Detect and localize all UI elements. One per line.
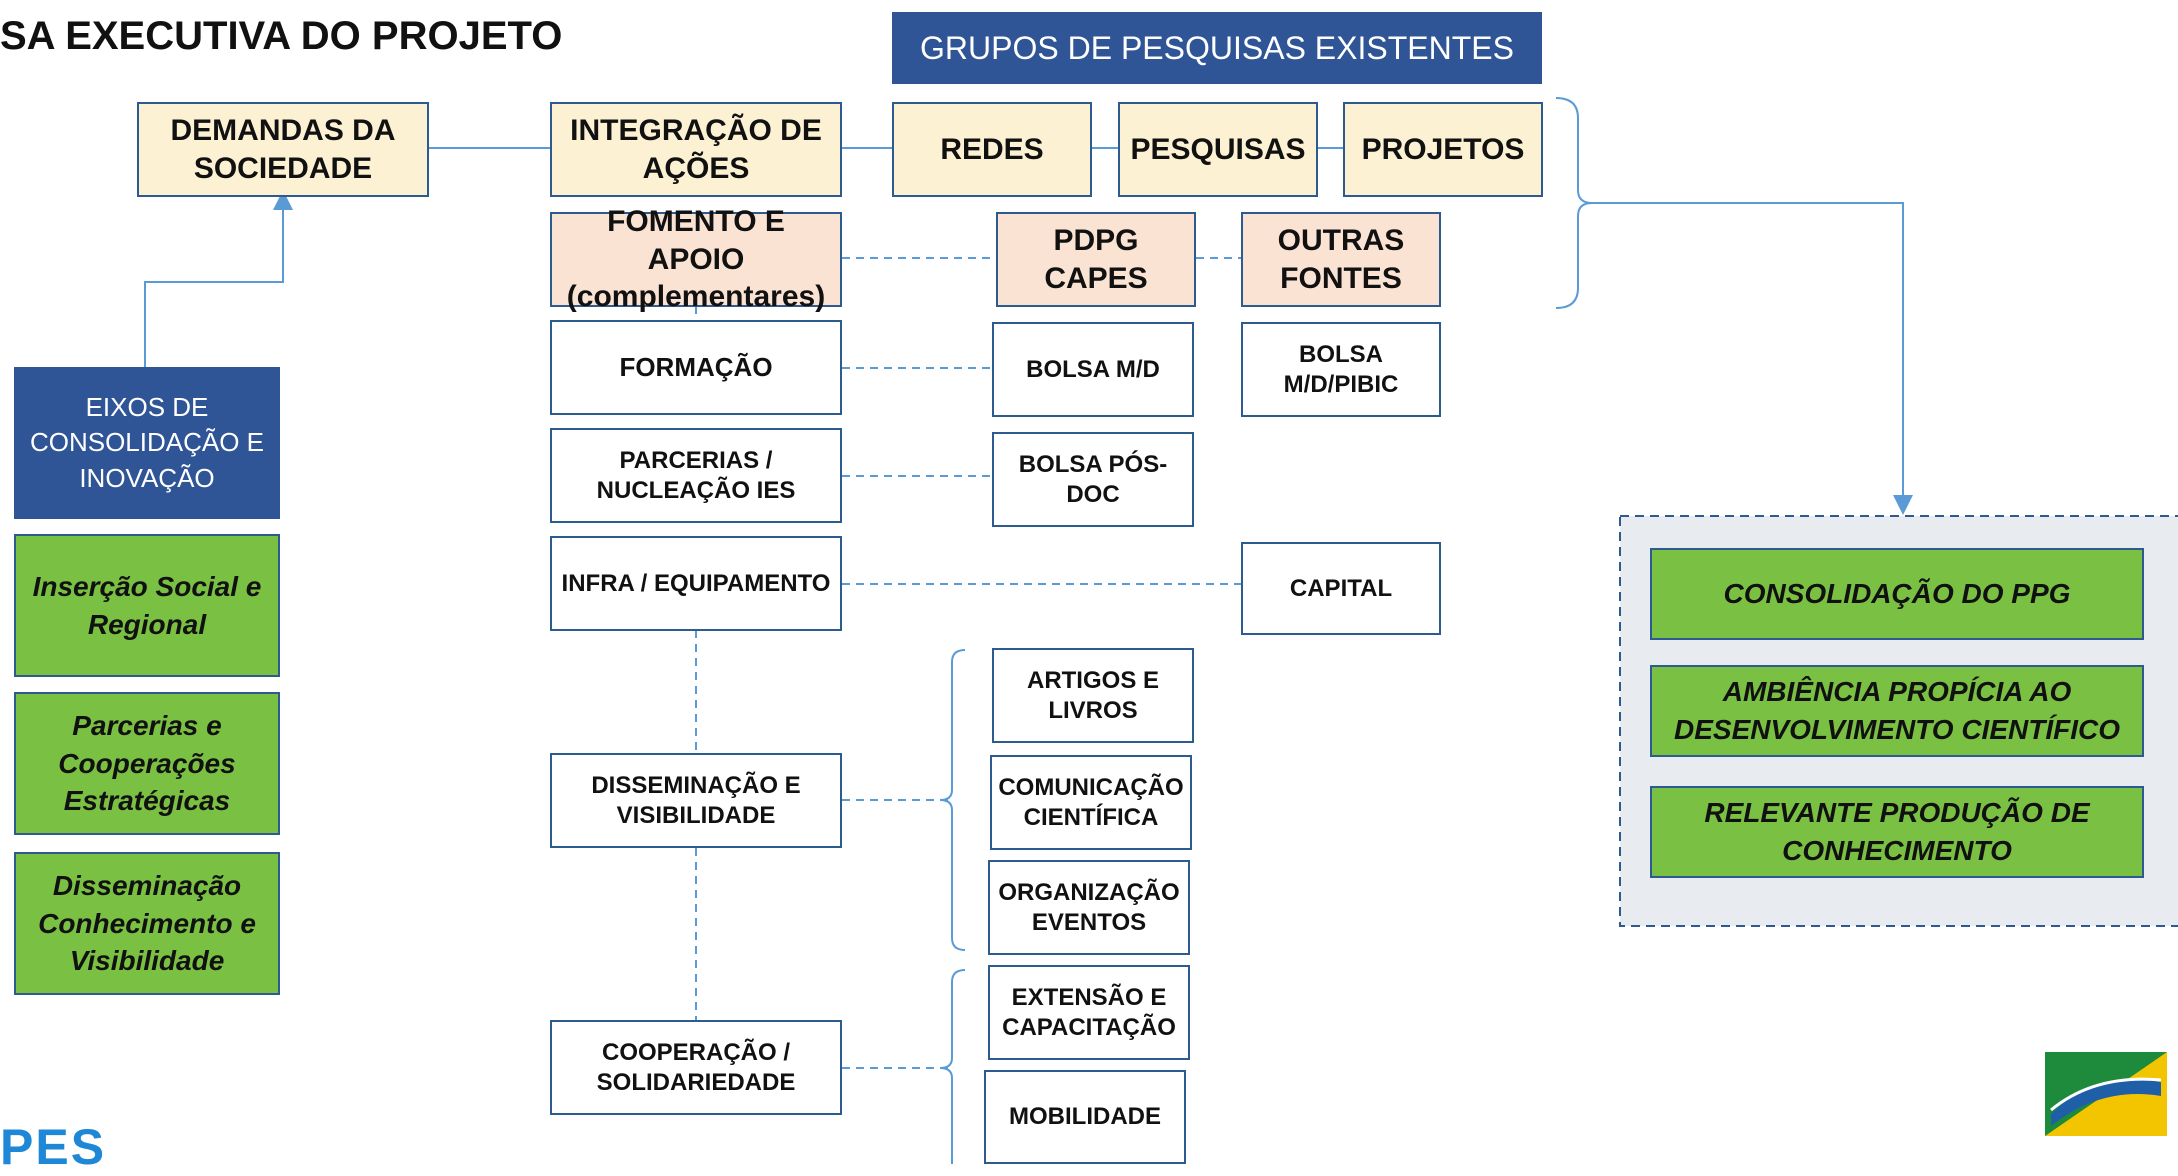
capes-logo-text: PES xyxy=(0,1119,107,1175)
outras-fontes-box: OUTRAS FONTES xyxy=(1241,212,1441,307)
formacao-box: FORMAÇÃO xyxy=(550,320,842,415)
pesquisas-box: PESQUISAS xyxy=(1118,102,1318,197)
outcome-producao: RELEVANTE PRODUÇÃO DE CONHECIMENTO xyxy=(1650,786,2144,878)
eixo-parcerias: Parcerias e Cooperações Estratégicas xyxy=(14,692,280,835)
eixo-insercao: Inserção Social e Regional xyxy=(14,534,280,677)
bolsa-posdoc-box: BOLSA PÓS-DOC xyxy=(992,432,1194,527)
integracao-box: INTEGRAÇÃO DE AÇÕES xyxy=(550,102,842,197)
artigos-box: ARTIGOS E LIVROS xyxy=(992,648,1194,743)
redes-box: REDES xyxy=(892,102,1092,197)
organizacao-box: ORGANIZAÇÃO EVENTOS xyxy=(988,860,1190,955)
cooperacao-box: COOPERAÇÃO / SOLIDARIEDADE xyxy=(550,1020,842,1115)
extensao-box: EXTENSÃO E CAPACITAÇÃO xyxy=(988,965,1190,1060)
comunicacao-box: COMUNICAÇÃO CIENTÍFICA xyxy=(990,755,1192,850)
outcome-consolidacao: CONSOLIDAÇÃO DO PPG xyxy=(1650,548,2144,640)
demandas-box: DEMANDAS DA SOCIEDADE xyxy=(137,102,429,197)
bolsa-md-box: BOLSA M/D xyxy=(992,322,1194,417)
page-title: SA EXECUTIVA DO PROJETO xyxy=(0,14,563,58)
brasil-flag-logo xyxy=(2045,1052,2167,1136)
fomento-box: FOMENTO E APOIO (complementares) xyxy=(550,205,842,313)
eixos-header: EIXOS DE CONSOLIDAÇÃO E INOVAÇÃO xyxy=(14,367,280,519)
projetos-box: PROJETOS xyxy=(1343,102,1543,197)
parcerias-box: PARCERIAS / NUCLEAÇÃO IES xyxy=(550,428,842,523)
mobilidade-box: MOBILIDADE xyxy=(984,1070,1186,1164)
disseminacao-box: DISSEMINAÇÃO E VISIBILIDADE xyxy=(550,753,842,848)
grupos-header: GRUPOS DE PESQUISAS EXISTENTES xyxy=(892,12,1542,84)
capital-box: CAPITAL xyxy=(1241,542,1441,635)
eixo-disseminacao: Disseminação Conhecimento e Visibilidade xyxy=(14,852,280,995)
infra-box: INFRA / EQUIPAMENTO xyxy=(550,536,842,631)
bolsa-md-pibic-box: BOLSA M/D/PIBIC xyxy=(1241,322,1441,417)
pdpg-box: PDPG CAPES xyxy=(996,212,1196,307)
outcome-ambiencia: AMBIÊNCIA PROPÍCIA AO DESENVOLVIMENTO CI… xyxy=(1650,665,2144,757)
